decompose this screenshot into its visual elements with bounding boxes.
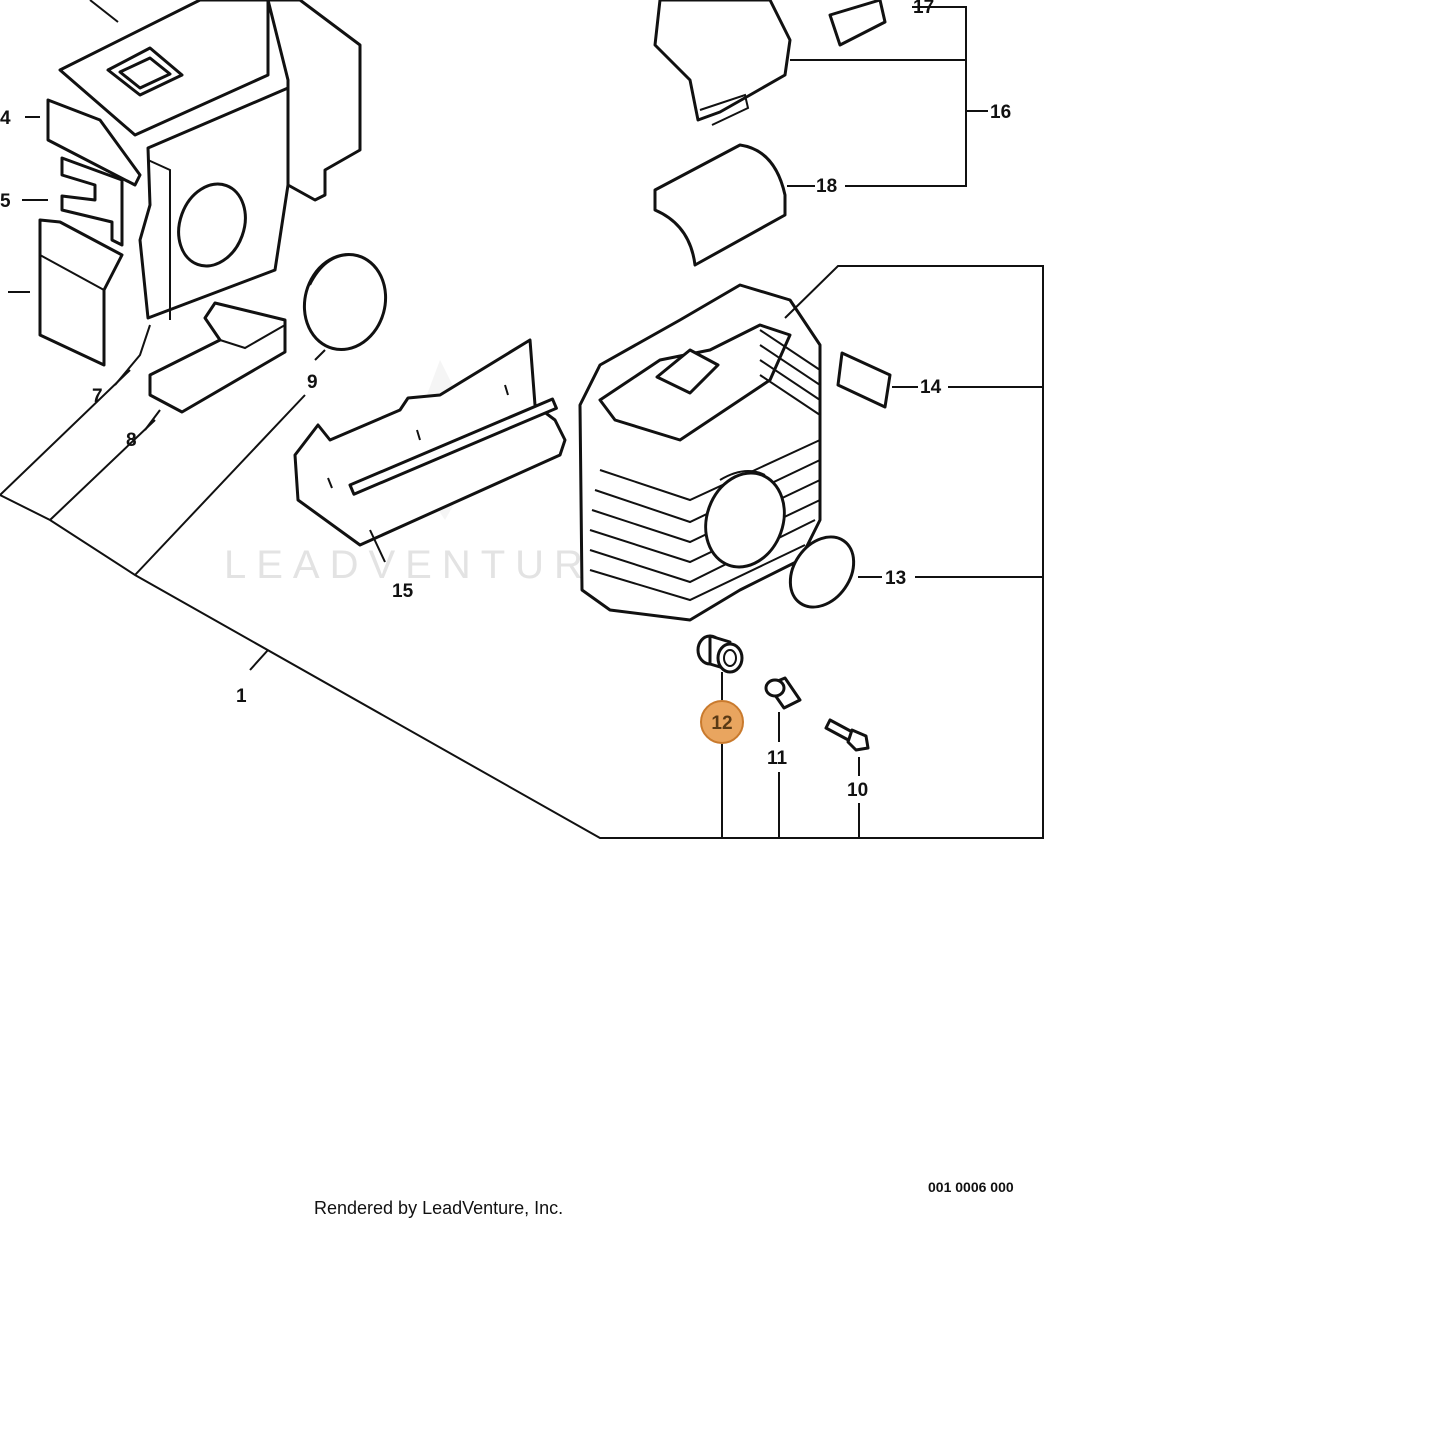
part-9-cap (302, 252, 388, 352)
part-14-gasket (836, 351, 892, 409)
watermark-text: LEADVENTURE (224, 543, 630, 587)
render-credit: Rendered by LeadVenture, Inc. (314, 1198, 563, 1218)
part-16-cover (653, 0, 792, 126)
callout-12-highlight[interactable]: 12 (700, 700, 744, 744)
callout-15[interactable]: 15 (392, 581, 414, 602)
callout-10[interactable]: 10 (847, 780, 868, 801)
diagram-code: 001 0006 000 (928, 1179, 1014, 1195)
callout-7[interactable]: 7 (92, 386, 103, 407)
part-6-block (38, 218, 124, 367)
callout-1[interactable]: 1 (236, 686, 247, 707)
part-15-baffle (293, 338, 567, 547)
callout-9[interactable]: 9 (307, 372, 318, 393)
part-4-pad (46, 98, 142, 187)
part-7-housing (138, 86, 290, 320)
callout-5[interactable]: 5 (0, 191, 11, 212)
part-top-cover (58, 0, 270, 137)
callout-14[interactable]: 14 (920, 377, 942, 398)
part-18-foam (653, 143, 787, 267)
callout-18[interactable]: 18 (816, 176, 837, 197)
callout-16[interactable]: 16 (990, 102, 1011, 123)
part-cylinder (578, 283, 822, 622)
callout-11[interactable]: 11 (767, 748, 788, 769)
leader-lines (0, 0, 1044, 839)
part-17-pad (828, 0, 887, 47)
callout-8[interactable]: 8 (126, 430, 137, 451)
part-10-screw (824, 718, 870, 752)
callout-12[interactable]: 12 (711, 713, 732, 734)
part-5-clip (60, 156, 124, 247)
part-12-plug (696, 634, 744, 674)
callout-17[interactable]: 17 (913, 0, 934, 18)
part-13-ring (788, 535, 856, 609)
callout-4[interactable]: 4 (0, 108, 11, 129)
highlight-circle (700, 700, 744, 744)
callout-13[interactable]: 13 (885, 568, 906, 589)
part-11-sleeve (764, 676, 802, 710)
part-8-bracket (148, 301, 287, 414)
